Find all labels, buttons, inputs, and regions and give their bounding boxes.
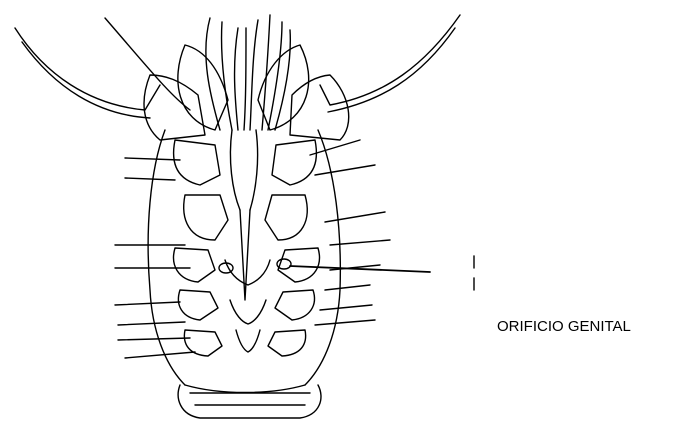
mouthpart-plates bbox=[174, 140, 317, 240]
rostrum-and-antennules bbox=[206, 15, 290, 130]
walking-legs-right bbox=[310, 140, 390, 325]
sternal-plate bbox=[225, 260, 270, 352]
genital-opening-label: ORIFICIO GENITAL bbox=[497, 318, 631, 335]
central-keel bbox=[230, 130, 257, 300]
tail-fan bbox=[178, 385, 321, 418]
